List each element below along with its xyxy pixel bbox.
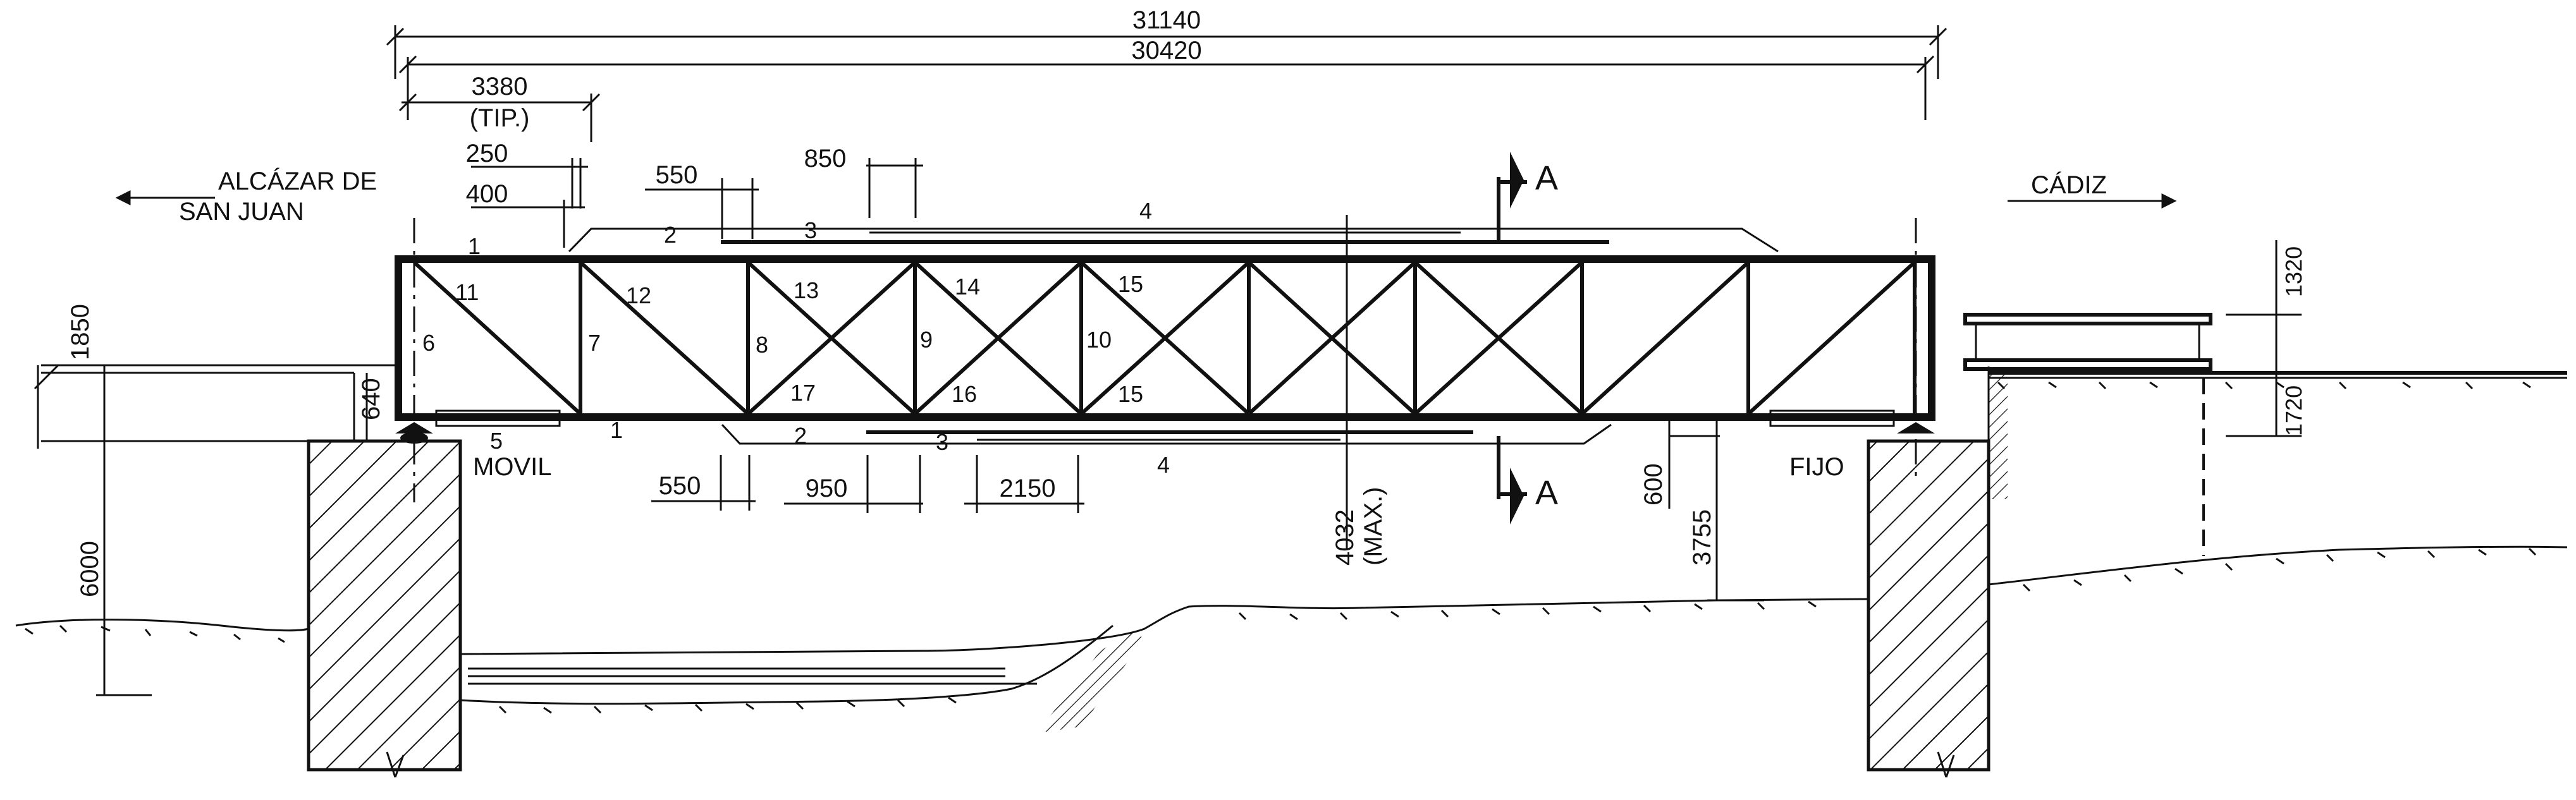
dim-depth: 4032 xyxy=(1331,509,1359,566)
dim-left-6000: 6000 xyxy=(76,541,104,597)
section-mark-top: A xyxy=(1497,152,1558,240)
section-label-bottom: A xyxy=(1535,474,1558,512)
member-label: 3 xyxy=(936,429,948,455)
terrain xyxy=(15,381,2568,733)
member-label: 11 xyxy=(455,279,479,305)
member-label: 7 xyxy=(588,330,601,356)
support-right-label: FIJO xyxy=(1789,453,1844,481)
member-numbers: 1 2 3 4 1 2 3 4 5 6 7 8 9 10 11 12 13 14… xyxy=(422,198,1170,478)
right-bearing xyxy=(1897,422,1935,433)
dim-top-850: 850 xyxy=(804,145,847,173)
member-label: 1 xyxy=(468,233,481,259)
direction-left-line2: SAN JUAN xyxy=(179,198,304,226)
member-label: 4 xyxy=(1157,452,1170,478)
member-label: 2 xyxy=(794,423,807,449)
right-abutment xyxy=(1867,367,2008,778)
dim-bot-950: 950 xyxy=(806,475,848,502)
section-mark-bottom: A xyxy=(1497,436,1558,524)
direction-left: ALCÁZAR DE SAN JUAN xyxy=(115,167,377,226)
dim-panel-note: (TIP.) xyxy=(470,104,530,132)
member-label: 15 xyxy=(1118,271,1143,297)
dim-250: 250 xyxy=(466,140,508,167)
section-label-top: A xyxy=(1535,159,1558,197)
depth-annotation: 4032 (MAX.) xyxy=(1331,487,1387,566)
dim-clearance: 3755 xyxy=(1688,509,1716,566)
member-label: 12 xyxy=(626,282,651,308)
member-label: 1 xyxy=(610,417,623,443)
dim-top-550: 550 xyxy=(656,161,698,189)
direction-right: CÁDIZ xyxy=(2008,171,2177,209)
member-label: 5 xyxy=(490,428,503,454)
member-label: 6 xyxy=(422,330,435,356)
right-approach: 1320 1720 xyxy=(1963,240,2567,556)
member-label: 4 xyxy=(1139,198,1152,224)
member-label: 16 xyxy=(952,381,977,407)
left-approach: 1850 640 6000 xyxy=(34,304,395,696)
upper-plate-dimensions: 550 850 xyxy=(645,145,923,239)
dim-right-1720: 1720 xyxy=(2281,385,2307,436)
overall-dimension-lines xyxy=(386,25,1947,248)
member-label: 8 xyxy=(756,332,768,358)
dimension-labels-top: 31140 30420 3380 (TIP.) 250 400 xyxy=(466,6,1202,208)
dim-600: 600 xyxy=(1640,463,1667,506)
direction-right-label: CÁDIZ xyxy=(2031,171,2107,199)
left-abutment xyxy=(307,439,462,778)
member-label: 13 xyxy=(794,277,819,303)
left-bearing xyxy=(395,422,433,444)
dim-bot-2150: 2150 xyxy=(1000,475,1056,502)
dim-left-1850: 1850 xyxy=(66,304,94,360)
lower-plate-dimensions: 550 950 2150 xyxy=(651,455,1084,513)
dim-panel: 3380 xyxy=(472,73,528,100)
clearance-dimensions: 600 3755 xyxy=(1640,420,1764,602)
member-label: 9 xyxy=(920,327,933,353)
truss xyxy=(395,215,1935,550)
member-label: 14 xyxy=(955,274,980,300)
dim-depth-note: (MAX.) xyxy=(1359,487,1387,566)
dim-span: 30420 xyxy=(1131,37,1201,64)
member-label: 17 xyxy=(790,380,816,406)
dim-total-length: 31140 xyxy=(1132,6,1201,34)
dim-400: 400 xyxy=(466,180,508,208)
dim-bot-550: 550 xyxy=(659,472,701,500)
member-label: 10 xyxy=(1086,327,1112,353)
dim-left-640: 640 xyxy=(357,378,385,420)
direction-left-line1: ALCÁZAR DE xyxy=(218,167,377,195)
support-left-label: MOVIL xyxy=(473,453,551,481)
member-label: 15 xyxy=(1118,381,1143,407)
dim-right-1320: 1320 xyxy=(2281,246,2307,297)
member-label: 2 xyxy=(664,222,677,248)
member-label: 3 xyxy=(804,217,817,243)
